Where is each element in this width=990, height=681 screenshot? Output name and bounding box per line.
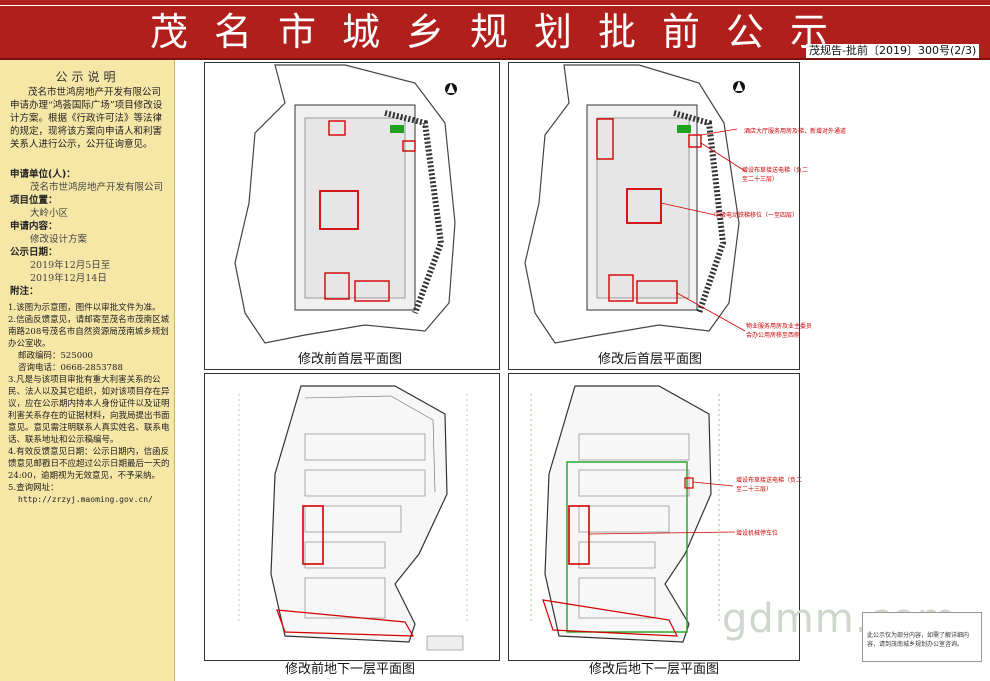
notes-label: 附注： (10, 286, 39, 297)
note-item: 1.该图为示意图，图件以审批文件为准。 (8, 303, 161, 313)
floor-plan-drawing (238, 385, 468, 651)
caption-after-ground: 修改后首层平面图 (597, 352, 702, 367)
document-number: 茂规告-批前〔2019〕300号(2/3) (806, 44, 980, 58)
caption-after-basement: 修改后地下一层平面图 (588, 662, 719, 677)
dates-label: 公示日期： (10, 247, 58, 258)
annotation-note: 酒店大厅服务用房及梯，新增对外通道 (744, 128, 847, 135)
applicant-value: 茂名市世鸿房地产开发有限公司 (30, 182, 164, 193)
query-url[interactable]: http://zrzyj.maoming.gov.cn/ (18, 495, 153, 504)
annotation-note: 增设布草接送电梯（负二至二十三层） (736, 477, 803, 493)
floor-plan-drawing (530, 385, 736, 643)
date-end: 2019年12月14日 (30, 273, 107, 284)
applicant-label: 申请单位(人)： (10, 169, 76, 180)
notes-list: 1.该图为示意图，图件以审批文件为准。 2.信函反馈意见，请邮寄至茂名市茂南区城… (8, 302, 172, 506)
plan-panel-after-ground (508, 62, 800, 370)
caption-before-ground: 修改前首层平面图 (297, 352, 402, 367)
note-item: 邮政编码：525000 (18, 351, 93, 361)
note-item: 2.信函反馈意见，请邮寄至茂名市茂南区城南路208号茂名市自然资源局茂南城乡规划… (8, 315, 170, 349)
notice-title: 公示说明 (55, 70, 120, 84)
footnote-box: 此公示仅为部分内容，如需了解详细内容，请到茂南城乡规划办公室咨询。 (862, 612, 982, 662)
plan-panel-after-basement (508, 373, 800, 661)
notice-sidebar (0, 60, 175, 681)
plan-panel-before-ground (204, 62, 500, 370)
banner-rule (0, 5, 990, 6)
content-label: 申请内容： (10, 221, 58, 232)
note-item: 3.凡是与该项目审批有重大利害关系的公民、法人以及其它组织，如对该项目存在异议，… (8, 375, 170, 445)
location-value: 大岭小区 (30, 208, 69, 219)
page-title: 茂名市城乡规划批前公示 (150, 10, 855, 54)
annotation-note: 增设布草接送电梯（负二至二十三层） (742, 167, 809, 183)
plan-panel-before-basement (204, 373, 500, 661)
caption-before-basement: 修改前地下一层平面图 (284, 662, 415, 677)
applicant-section: 申请单位(人)： 茂名市世鸿房地产开发有限公司 项目位置： 大岭小区 申请内容：… (10, 168, 170, 298)
date-start: 2019年12月5日至 (30, 260, 111, 271)
annotation-note: 中级电动铁梯移位（一至四层） (714, 212, 799, 219)
location-label: 项目位置： (10, 195, 58, 206)
content-value: 修改设计方案 (30, 234, 88, 245)
floor-plan-drawing (234, 64, 457, 344)
annotation-note: 增设机械停车位 (736, 530, 779, 537)
note-item: 咨询电话：0668-2853788 (18, 363, 123, 373)
note-item: 4.有效反馈意见日期：公示日期内，信函反馈意见邮戳日不应超过公示日期最后一天的2… (8, 447, 170, 481)
title-banner (0, 0, 990, 60)
floor-plan-drawing (524, 64, 746, 344)
notice-body: 茂名市世鸿房地产开发有限公司申请办理“鸿荟国际广场”项目修改设计方案。根据《行政… (10, 87, 163, 150)
note-item: 5.查询网址： (8, 483, 59, 493)
annotation-note: 物业服务用房及业主委员会办公用房移至西侧 (746, 323, 813, 339)
